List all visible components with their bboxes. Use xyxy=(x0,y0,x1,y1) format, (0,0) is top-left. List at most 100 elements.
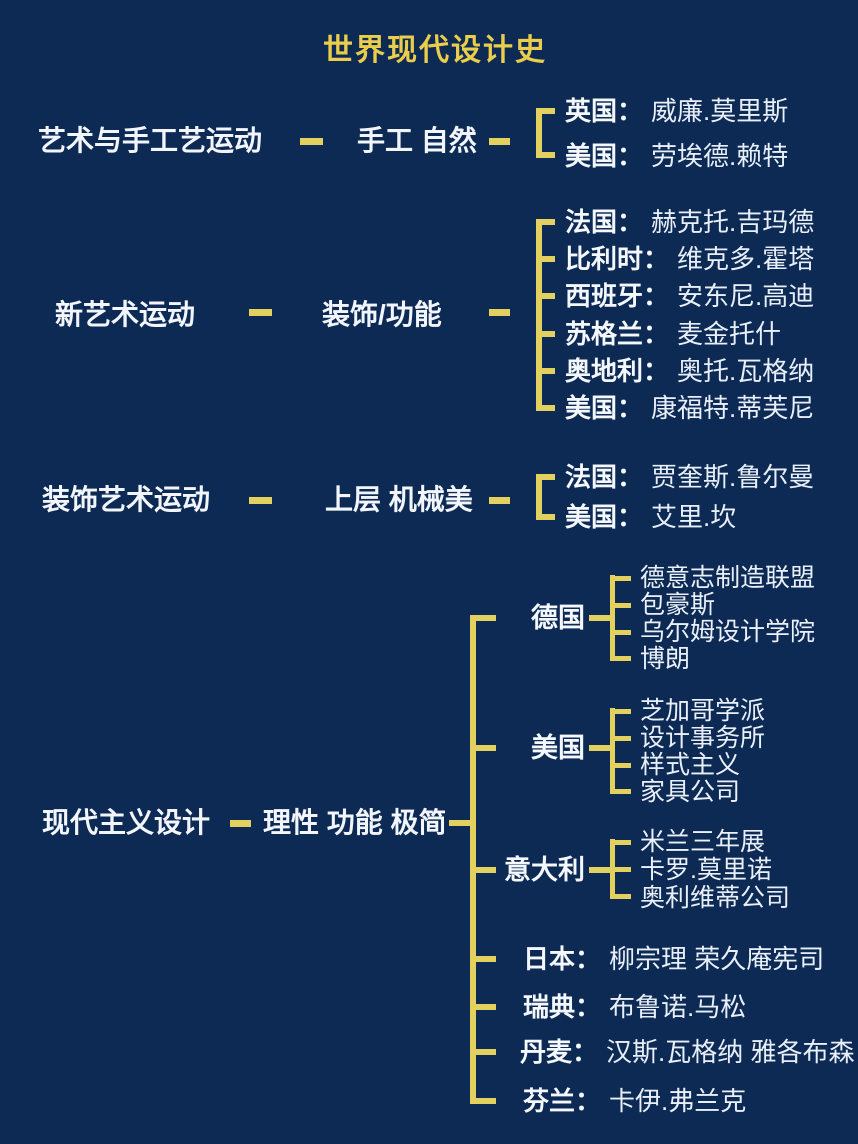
bracket-tick xyxy=(610,894,631,899)
bracket-tick xyxy=(536,293,555,299)
country-label: 法国： xyxy=(565,207,644,237)
trunk-v-line xyxy=(470,615,476,1104)
section-label-art-nouveau: 新艺术运动 xyxy=(55,299,196,330)
child-row: 苏格兰：麦金托什 xyxy=(565,318,781,350)
section-keyword: 理性 功能 极简 xyxy=(263,807,447,838)
child-row: 美国：劳埃德.赖特 xyxy=(565,140,788,172)
bracket-tick xyxy=(610,840,631,845)
person-name: 艾里.坎 xyxy=(651,502,737,532)
section-keyword: 上层 机械美 xyxy=(325,484,473,515)
branch-item: 芝加哥学派 xyxy=(640,697,766,725)
bracket-tick xyxy=(536,152,555,158)
child-row: 美国：艾里.坎 xyxy=(565,501,736,533)
country-label: 美国： xyxy=(565,393,644,423)
connector-h-line xyxy=(589,745,610,751)
branch-item: 奥利维蒂公司 xyxy=(640,884,791,912)
trunk-tick xyxy=(470,1098,496,1104)
branch-country-italy: 意大利 xyxy=(504,855,585,885)
connector-h-line xyxy=(249,309,272,316)
connector-h-line xyxy=(489,497,510,504)
country-label: 苏格兰： xyxy=(565,319,670,349)
branch-item: 德意志制造联盟 xyxy=(640,564,816,592)
branch-item: 设计事务所 xyxy=(640,724,766,752)
child-row: 比利时：维克多.霍塔 xyxy=(565,243,814,275)
connector-h-line xyxy=(589,867,610,873)
country-label: 英国： xyxy=(565,96,644,126)
trunk-tick xyxy=(470,615,496,621)
section-label-arts-crafts: 艺术与手工艺运动 xyxy=(38,125,263,156)
bracket-v-line xyxy=(610,708,615,794)
child-row: 丹麦：汉斯.瓦格纳 雅各布森 xyxy=(520,1036,854,1068)
bracket-tick xyxy=(536,368,555,374)
branch-country-usa: 美国 xyxy=(531,733,585,763)
connector-h-line xyxy=(300,138,323,145)
connector-h-line xyxy=(249,497,272,504)
bracket-tick xyxy=(610,576,631,581)
person-name: 安东尼.高迪 xyxy=(677,281,815,311)
bracket-tick xyxy=(610,709,631,714)
page-title: 世界现代设计史 xyxy=(323,34,547,67)
person-name: 汉斯.瓦格纳 雅各布森 xyxy=(606,1037,855,1067)
branch-item: 包豪斯 xyxy=(640,591,716,619)
bracket-tick xyxy=(610,630,631,635)
child-row: 芬兰：卡伊.弗兰克 xyxy=(523,1085,746,1117)
person-name: 奥托.瓦格纳 xyxy=(677,356,815,386)
person-name: 布鲁诺.马松 xyxy=(609,992,747,1022)
bracket-tick xyxy=(610,656,631,661)
person-name: 赫克托.吉玛德 xyxy=(651,207,815,237)
branch-item: 卡罗.莫里诺 xyxy=(640,856,772,884)
country-label: 西班牙： xyxy=(565,281,670,311)
person-name: 柳宗理 荣久庵宪司 xyxy=(609,944,825,974)
child-row: 奥地利：奥托.瓦格纳 xyxy=(565,355,814,387)
person-name: 威廉.莫里斯 xyxy=(651,96,789,126)
bracket-tick xyxy=(536,108,555,114)
bracket-tick xyxy=(610,789,631,794)
section-label-modernism: 现代主义设计 xyxy=(42,807,211,838)
bracket-tick xyxy=(536,331,555,337)
bracket-tick xyxy=(536,256,555,262)
child-row: 日本：柳宗理 荣久庵宪司 xyxy=(523,943,824,975)
connector-h-line xyxy=(449,820,474,826)
bracket-tick xyxy=(610,763,631,768)
connector-h-line xyxy=(489,309,510,316)
person-name: 康福特.蒂芙尼 xyxy=(651,393,815,423)
branch-item: 博朗 xyxy=(640,645,691,673)
bracket-v-line xyxy=(536,219,542,411)
section-keyword: 手工 自然 xyxy=(357,125,477,156)
section-label-art-deco: 装饰艺术运动 xyxy=(42,484,211,515)
country-label: 比利时： xyxy=(565,244,670,274)
country-label: 丹麦： xyxy=(520,1037,599,1067)
country-label: 法国： xyxy=(565,462,644,492)
person-name: 卡伊.弗兰克 xyxy=(609,1086,747,1116)
bracket-tick xyxy=(536,474,555,480)
country-label: 瑞典： xyxy=(523,992,602,1022)
country-label: 奥地利： xyxy=(565,356,670,386)
child-row: 法国：赫克托.吉玛德 xyxy=(565,206,814,238)
country-label: 美国： xyxy=(565,502,644,532)
bracket-tick xyxy=(610,736,631,741)
bracket-v-line xyxy=(536,108,542,158)
person-name: 麦金托什 xyxy=(677,319,782,349)
trunk-tick xyxy=(470,745,496,751)
country-label: 美国： xyxy=(565,141,644,171)
connector-h-line xyxy=(230,820,251,827)
connector-h-line xyxy=(589,615,610,621)
branch-item: 家具公司 xyxy=(640,778,741,806)
person-name: 劳埃德.赖特 xyxy=(651,141,789,171)
connector-h-line xyxy=(489,138,510,145)
person-name: 贾奎斯.鲁尔曼 xyxy=(651,462,815,492)
bracket-v-line xyxy=(536,474,542,520)
branch-country-germany: 德国 xyxy=(531,603,585,633)
trunk-tick xyxy=(470,1004,496,1010)
child-row: 美国：康福特.蒂芙尼 xyxy=(565,392,814,424)
section-keyword: 装饰/功能 xyxy=(322,299,442,330)
bracket-tick xyxy=(536,219,555,225)
child-row: 瑞典：布鲁诺.马松 xyxy=(523,991,746,1023)
branch-item: 米兰三年展 xyxy=(640,828,766,856)
child-row: 西班牙：安东尼.高迪 xyxy=(565,280,814,312)
person-name: 维克多.霍塔 xyxy=(677,244,815,274)
bracket-tick xyxy=(610,867,631,872)
bracket-v-line xyxy=(610,575,615,660)
trunk-tick xyxy=(470,956,496,962)
